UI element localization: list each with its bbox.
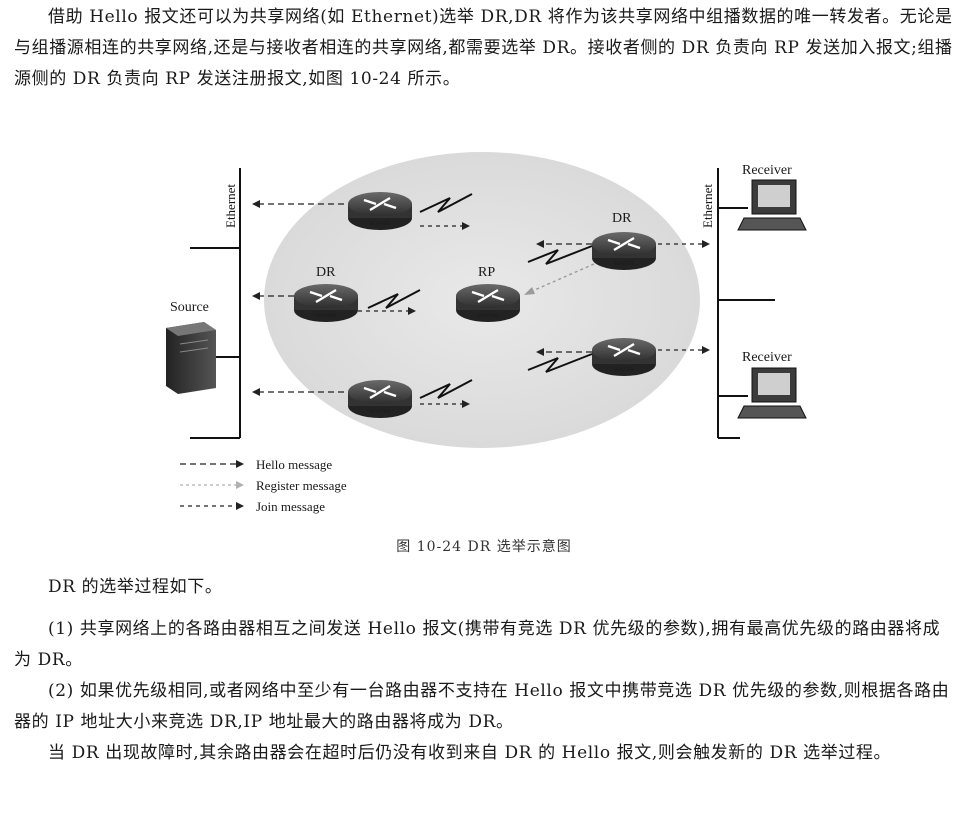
legend-register: Register message xyxy=(256,478,347,493)
router-bottom-icon: ROUTER xyxy=(348,380,412,418)
link-zigzag-bottom xyxy=(419,379,473,399)
router-rp-icon: ROUTER xyxy=(456,284,520,322)
dr-label-right: DR xyxy=(612,211,632,226)
router-top-icon: ROUTER xyxy=(348,192,412,230)
receiver-label-top: Receiver xyxy=(742,163,792,178)
link-zigzag-top xyxy=(419,193,473,213)
router-label: ROUTER xyxy=(316,314,337,319)
step1-paragraph: (1) 共享网络上的各路由器相互之间发送 Hello 报文(携带有竞选 DR 优… xyxy=(14,619,941,670)
link-zigzag-right-bottom xyxy=(527,353,593,373)
receiver-computer-bottom-icon xyxy=(737,367,807,419)
link-zigzag-dr-left xyxy=(367,289,421,309)
legend-join: Join message xyxy=(256,499,325,514)
link-zigzag-dr-right xyxy=(527,245,593,265)
source-label: Source xyxy=(170,300,209,315)
router-label: ROUTER xyxy=(614,368,635,373)
ethernet-label-left: Ethernet xyxy=(223,184,238,228)
router-label: ROUTER xyxy=(370,222,391,227)
legend: Hello message Register message Join mess… xyxy=(180,457,347,514)
router-dr-right-icon: ROUTER xyxy=(592,232,656,270)
router-right-bottom-icon: ROUTER xyxy=(592,338,656,376)
dr-label-left: DR xyxy=(316,265,336,280)
step2-paragraph: (2) 如果优先级相同,或者网络中至少有一台路由器不支持在 Hello 报文中携… xyxy=(14,681,950,732)
figure-caption: 图 10-24 DR 选举示意图 xyxy=(396,539,572,555)
router-label: ROUTER xyxy=(478,314,499,319)
process-intro-paragraph: DR 的选举过程如下。 xyxy=(48,577,223,597)
dr-election-diagram: Ethernet Ethernet Source Receiver Receiv… xyxy=(166,152,807,514)
register-arrowhead xyxy=(524,287,535,295)
source-server-icon xyxy=(166,322,216,394)
rp-label: RP xyxy=(478,265,495,280)
router-label: ROUTER xyxy=(370,410,391,415)
intro-paragraph: 借助 Hello 报文还可以为共享网络(如 Ethernet)选举 DR,DR … xyxy=(14,7,953,89)
receiver-computer-top-icon xyxy=(737,179,807,231)
router-dr-left-icon: ROUTER xyxy=(294,284,358,322)
ethernet-label-right: Ethernet xyxy=(700,184,715,228)
router-label: ROUTER xyxy=(614,262,635,267)
receiver-label-bottom: Receiver xyxy=(742,350,792,365)
legend-hello: Hello message xyxy=(256,457,332,472)
failure-paragraph: 当 DR 出现故障时,其余路由器会在超时后仍没有收到来自 DR 的 Hello … xyxy=(48,743,892,763)
